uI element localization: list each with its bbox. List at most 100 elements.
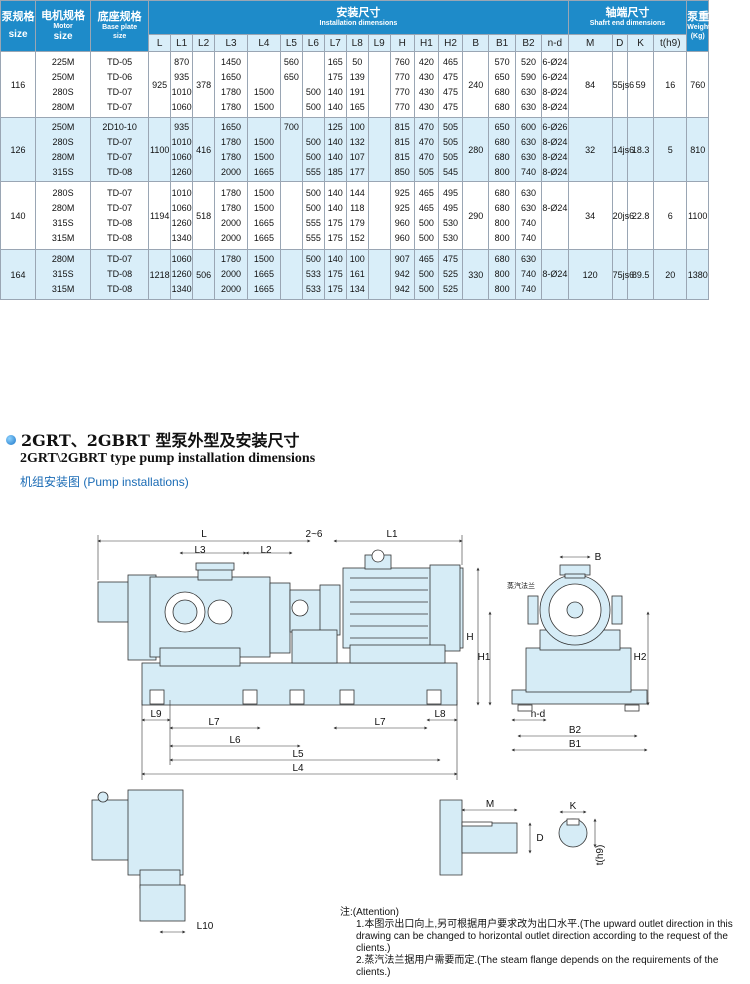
cell-l9 [367, 181, 391, 250]
subheader-k: K [626, 34, 655, 52]
header-base-size: 底座规格 Base plate size [90, 0, 150, 52]
cell-l5 [279, 181, 303, 250]
cell-t: 16 [653, 51, 688, 118]
label-L7b: L7 [374, 717, 386, 728]
note-2: 2.蒸汽法兰据用户需要而定.(The steam flange depends … [356, 955, 719, 978]
cell-l: 1194 [148, 181, 172, 250]
cell-weight: 760 [686, 51, 710, 118]
motor [342, 549, 464, 664]
label-D: D [536, 833, 543, 844]
label-L7a: L7 [208, 717, 220, 728]
subheader-th9: t(h9) [653, 34, 688, 52]
label-K: K [570, 801, 577, 812]
label-B: B [595, 552, 602, 563]
subheader-h: H [389, 34, 415, 52]
cell-l2: 416 [192, 117, 216, 182]
label-t: t(h9) [595, 845, 606, 866]
end-view [511, 564, 648, 712]
subheader-l2: L2 [192, 34, 216, 52]
note-1: 1.本图示出口向上,另可根据用户要求改为出口水平.(The upward out… [356, 919, 733, 954]
label-B1: B1 [569, 739, 582, 750]
cell-weight: 1100 [686, 181, 710, 250]
cell-b: 280 [462, 117, 490, 182]
label-L9: L9 [150, 709, 162, 720]
cell-b: 290 [462, 181, 490, 250]
label-L10: L10 [197, 921, 214, 932]
label-nd: n-d [531, 709, 545, 720]
cell-l9 [367, 117, 391, 182]
cell-pump-size: 164 [0, 249, 37, 300]
label-L: L [201, 529, 207, 540]
section-title-en: 2GRT\2GBRT type pump installation dimens… [20, 451, 316, 466]
shaft-key-detail [439, 799, 588, 876]
header-pump-size: 泵规格 size [0, 0, 37, 52]
cell-m: 84 [567, 51, 613, 118]
cell-pump-size: 126 [0, 117, 37, 182]
cell-d: 75js6 [611, 249, 634, 300]
cell-l5 [279, 249, 303, 300]
label-H: H [466, 632, 473, 643]
subheader-m: M [567, 34, 613, 52]
cell-l2: 378 [192, 51, 216, 118]
cell-weight: 1380 [686, 249, 710, 300]
bullet-icon [6, 435, 16, 445]
label-gap: 2~6 [306, 529, 323, 540]
label-M: M [486, 799, 494, 810]
cell-k: 59 [626, 51, 655, 118]
cell-pump-size: 140 [0, 181, 37, 250]
label-steam-flange: 蒸汽法兰 [507, 581, 535, 590]
cell-d: 55js6 [611, 51, 634, 118]
cell-m: 120 [567, 249, 613, 300]
cell-nd: 8-Ø24 [541, 249, 569, 300]
drawing-caption: 机组安装图 (Pump installations) [20, 475, 189, 489]
label-B2: B2 [569, 725, 582, 736]
side-detail-view [91, 789, 186, 922]
cell-d: 14js6 [611, 117, 634, 182]
label-L6: L6 [229, 735, 241, 746]
subheader-l1: L1 [170, 34, 194, 52]
cell-k: 22.8 [626, 181, 655, 250]
cell-b: 240 [462, 51, 490, 118]
label-L3: L3 [194, 545, 206, 556]
cell-l: 1100 [148, 117, 172, 182]
cell-pump-size: 116 [0, 51, 37, 118]
cell-k: 18.3 [626, 117, 655, 182]
subheader-b2: B2 [514, 34, 543, 52]
label-H2: H2 [634, 652, 647, 663]
cell-l2: 518 [192, 181, 216, 250]
cell-weight: 810 [686, 117, 710, 182]
subheader-d: D [611, 34, 628, 52]
